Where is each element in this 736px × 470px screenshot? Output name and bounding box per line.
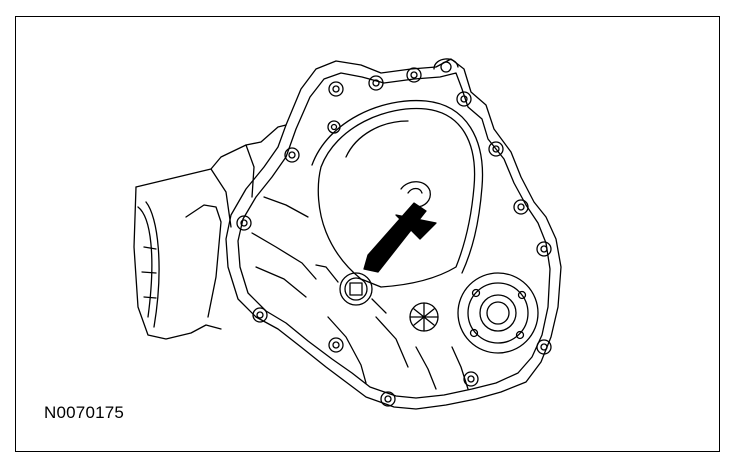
- figure-frame: N0070175: [15, 16, 720, 452]
- pinion-flange: [457, 272, 539, 354]
- figure-id-label: N0070175: [44, 403, 125, 422]
- lower-housing: [251, 196, 469, 390]
- arrow-indicator: [363, 181, 437, 273]
- fill-plug: [315, 264, 387, 314]
- cover-bolts: [236, 67, 552, 407]
- breather-fitting: [409, 302, 439, 332]
- mounting-lug: [433, 58, 459, 73]
- axle-tube: [133, 124, 287, 340]
- differential-housing-illustration: [133, 58, 562, 410]
- cover-plate: [311, 99, 484, 288]
